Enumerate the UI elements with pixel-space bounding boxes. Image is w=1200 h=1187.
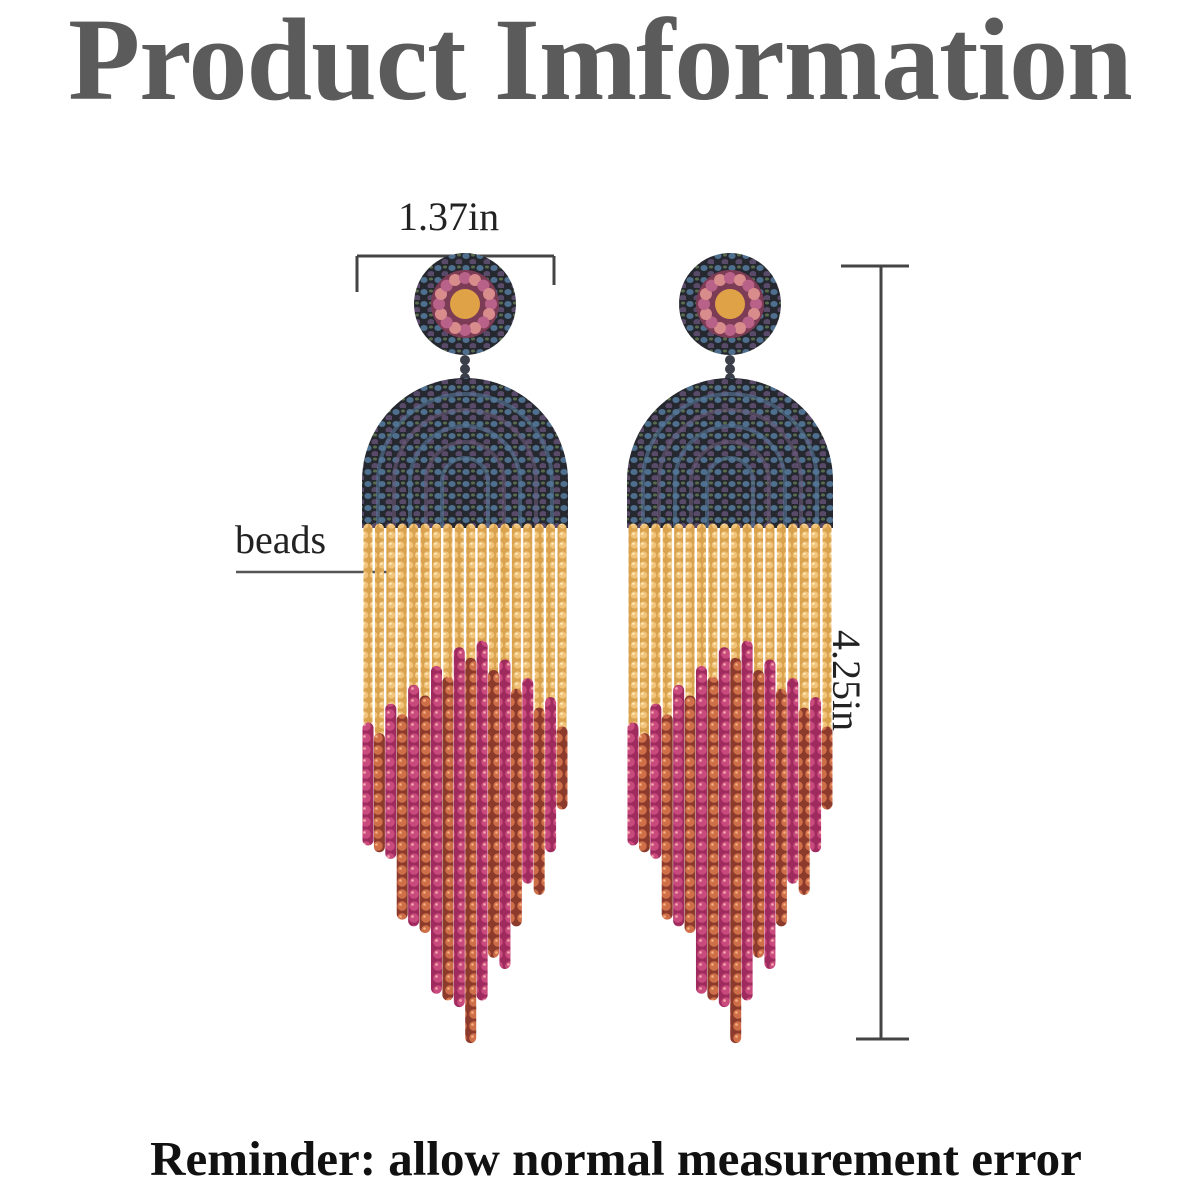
page-title: Product Imformation	[68, 0, 1133, 125]
width-label: 1.37in	[398, 194, 500, 239]
height-label: 4.25in	[824, 630, 869, 732]
right-earring	[627, 253, 833, 1044]
arch	[362, 378, 568, 528]
arch	[627, 378, 833, 528]
stud-center	[715, 289, 745, 319]
left-earring	[362, 253, 568, 1044]
height-dimension-bracket	[841, 264, 909, 1041]
stud-center	[450, 289, 480, 319]
beads-label: beads	[235, 517, 327, 562]
reminder-note: Reminder: allow normal measurement error	[150, 1131, 1082, 1186]
